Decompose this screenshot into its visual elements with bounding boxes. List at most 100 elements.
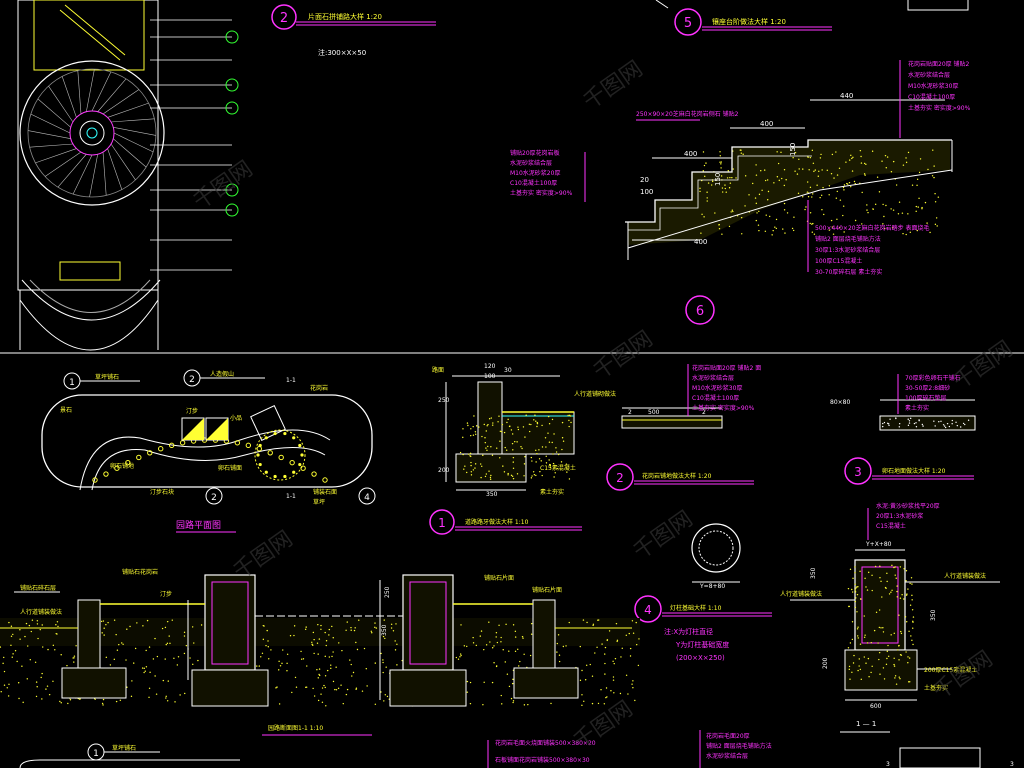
svg-text:Y为灯柱基础宽度: Y为灯柱基础宽度: [675, 640, 729, 649]
paving-detail: 500 2 2 花岗岩贴面20厚 铺贴2 面 水泥砂浆结合层 M10水泥砂浆30…: [606, 364, 761, 491]
plan-title: 园路平面图: [176, 519, 221, 531]
svg-text:1-1: 1-1: [286, 493, 296, 500]
view5-title: 5 镶座台阶做法大样 1:20: [674, 8, 832, 36]
view6-number: 6: [696, 304, 704, 319]
svg-text:草坪: 草坪: [313, 498, 325, 506]
svg-text:M10水泥砂浆30厚: M10水泥砂浆30厚: [692, 384, 742, 392]
svg-text:Y+X+80: Y+X+80: [865, 541, 892, 548]
svg-text:200厚C15素混凝土: 200厚C15素混凝土: [924, 666, 977, 674]
svg-text:铺贴石碎石层: 铺贴石碎石层: [20, 584, 56, 592]
svg-text:卵石铺面: 卵石铺面: [218, 464, 242, 472]
svg-text:铺贴2 面层烧毛铺贴方法: 铺贴2 面层烧毛铺贴方法: [815, 235, 881, 243]
svg-text:350: 350: [381, 624, 388, 636]
svg-text:Y=8+80: Y=8+80: [699, 583, 725, 590]
svg-text:卵石铺地: 卵石铺地: [110, 462, 134, 470]
view2-title-text: 片面石拼铺路大样 1:20: [308, 12, 382, 21]
svg-text:C15素混凝土: C15素混凝土: [540, 464, 576, 472]
svg-text:20: 20: [640, 176, 649, 184]
svg-text:350: 350: [810, 567, 817, 579]
svg-text:600: 600: [870, 703, 882, 710]
svg-text:1 — 1: 1 — 1: [856, 720, 876, 728]
svg-text:花岗岩毛面20厚: 花岗岩毛面20厚: [706, 732, 750, 740]
svg-text:铺贴20厚花岗岩板: 铺贴20厚花岗岩板: [510, 149, 560, 157]
svg-text:150: 150: [789, 143, 797, 156]
svg-text:C10混凝土100厚: C10混凝土100厚: [510, 179, 557, 187]
svg-text:水泥砂浆结合层: 水泥砂浆结合层: [908, 71, 950, 79]
svg-text:水泥砂浆结合层: 水泥砂浆结合层: [510, 159, 552, 167]
svg-text:草坪铺石: 草坪铺石: [95, 373, 119, 381]
svg-text:400: 400: [684, 150, 697, 158]
svg-text:350: 350: [486, 491, 498, 498]
svg-text:土基夯实 密实度>90%: 土基夯实 密实度>90%: [692, 404, 755, 412]
detail4-title: 灯柱基础大样 1:10: [670, 604, 722, 612]
svg-text:花岗岩贴面20厚 铺贴2 面: 花岗岩贴面20厚 铺贴2 面: [692, 364, 761, 372]
svg-text:1-1: 1-1: [286, 377, 296, 384]
section-title: 园路断面图1-1 1:10: [268, 724, 323, 732]
svg-text:土基夯实 密实度>90%: 土基夯实 密实度>90%: [510, 189, 573, 197]
lamp-detail: Y=8+80 4 灯柱基础大样 1:10 注:X为灯柱直径 Y为灯柱基础宽度 (…: [634, 523, 772, 662]
svg-text:70厚彩色卵石干铺石: 70厚彩色卵石干铺石: [905, 374, 961, 382]
svg-text:汀步: 汀步: [186, 407, 198, 415]
plan-callouts: [225, 30, 239, 217]
svg-text:注:X为灯柱直径: 注:X为灯柱直径: [664, 627, 713, 636]
svg-text:100厚碎石垫层: 100厚碎石垫层: [905, 394, 946, 402]
svg-text:水泥砂浆结合层: 水泥砂浆结合层: [706, 752, 748, 760]
svg-text:C15混凝土: C15混凝土: [876, 522, 906, 530]
svg-text:4: 4: [644, 603, 652, 617]
view5-title-text: 镶座台阶做法大样 1:20: [712, 17, 786, 26]
fountain-plan: [17, 0, 232, 351]
svg-text:4: 4: [364, 493, 370, 503]
svg-text:人造假山: 人造假山: [210, 370, 234, 378]
svg-text:80×80: 80×80: [830, 399, 850, 406]
svg-text:2: 2: [702, 409, 706, 416]
svg-text:200: 200: [822, 657, 829, 669]
svg-text:草坪铺石: 草坪铺石: [112, 744, 136, 752]
svg-text:人行道铺砌做法: 人行道铺砌做法: [574, 390, 616, 398]
svg-text:30: 30: [504, 367, 512, 374]
svg-text:铺装石面: 铺装石面: [313, 488, 337, 496]
svg-text:土基夯实: 土基夯实: [924, 684, 948, 692]
svg-text:30-50厚2:8细砂: 30-50厚2:8细砂: [905, 384, 950, 392]
svg-text:30-70厚碎石层 素土夯实: 30-70厚碎石层 素土夯实: [815, 268, 882, 276]
svg-text:100厚C15混凝土: 100厚C15混凝土: [815, 257, 862, 265]
stair-section: 440 400 400 400 150 20 100 150 花岗岩贴面20厚 …: [510, 60, 971, 325]
svg-text:100: 100: [640, 188, 653, 196]
svg-text:铺贴石花岗岩: 铺贴石花岗岩: [122, 568, 158, 576]
svg-text:路面: 路面: [432, 366, 444, 374]
detail2-title: 花岗岩铺地做法大样 1:20: [642, 472, 712, 480]
pebble-detail: 80×80 70厚彩色卵石干铺石 30-50厚2:8细砂 100厚碎石垫层 素土…: [830, 374, 976, 485]
svg-text:30厚1:3水泥砂浆结合层: 30厚1:3水泥砂浆结合层: [815, 246, 880, 254]
view2-title: 2 片面石拼铺路大样 1:20 注:300×X×50: [271, 4, 436, 57]
svg-text:1: 1: [438, 516, 446, 530]
svg-text:250: 250: [384, 586, 391, 598]
svg-text:2: 2: [189, 375, 195, 385]
svg-text:2: 2: [628, 409, 632, 416]
svg-text:千图网: 千图网: [629, 507, 697, 565]
svg-text:400: 400: [760, 120, 773, 128]
svg-text:土基夯实 密实度>90%: 土基夯实 密实度>90%: [908, 104, 971, 112]
detail1-title: 道路路牙做法大样 1:10: [465, 518, 529, 526]
svg-text:小品: 小品: [230, 414, 242, 422]
path-long-section: 250 350 铺贴石碎石层 铺贴石花岗岩 人行道铺装做法 铺贴石片面 铺贴石片…: [0, 568, 640, 736]
svg-text:千图网: 千图网: [569, 697, 637, 755]
svg-text:3: 3: [854, 465, 862, 479]
svg-text:150: 150: [714, 173, 722, 186]
svg-text:100: 100: [484, 373, 496, 380]
svg-text:400: 400: [694, 238, 707, 246]
svg-text:千图网: 千图网: [929, 647, 997, 705]
svg-text:350: 350: [930, 609, 937, 621]
svg-text:花岗岩毛面火烧面铺装500×380×20: 花岗岩毛面火烧面铺装500×380×20: [495, 739, 596, 747]
svg-text:(200×X×250): (200×X×250): [676, 654, 725, 662]
svg-text:汀步石块: 汀步石块: [150, 488, 174, 496]
svg-text:铺贴石片面: 铺贴石片面: [532, 586, 562, 594]
svg-text:1: 1: [93, 749, 99, 759]
svg-text:铺贴2 面层烧毛铺贴方法: 铺贴2 面层烧毛铺贴方法: [706, 742, 772, 750]
curb-detail: 120 100 30 350 200 250 路面 人行道铺砌做法 C15素混凝…: [429, 363, 616, 535]
svg-text:千图网: 千图网: [579, 57, 647, 115]
svg-text:20厚1:3水泥砂浆: 20厚1:3水泥砂浆: [876, 512, 923, 520]
svg-text:石板铺面花岗岩铺装500×380×30: 石板铺面花岗岩铺装500×380×30: [495, 756, 590, 764]
svg-text:200: 200: [438, 467, 450, 474]
corner-frame: [907, 0, 969, 11]
svg-text:景石: 景石: [60, 407, 72, 414]
